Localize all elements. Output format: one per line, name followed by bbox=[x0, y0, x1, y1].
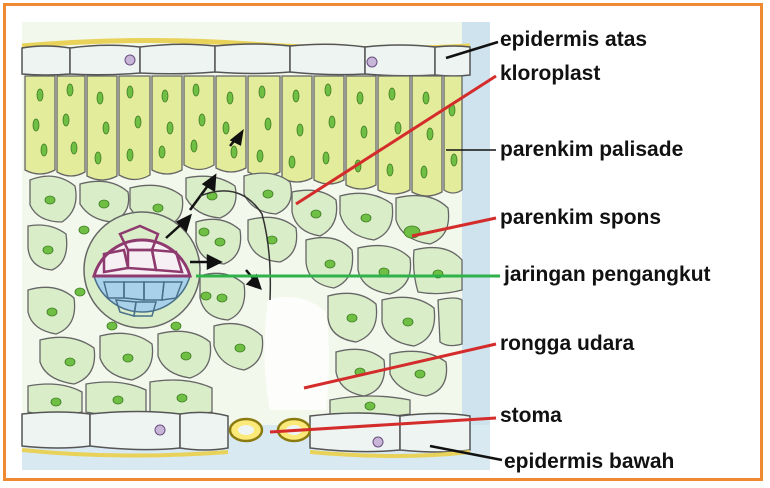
vascular-bundle bbox=[84, 212, 200, 328]
label-epidermis-bawah: epidermis bawah bbox=[504, 450, 674, 474]
label-epidermis-atas: epidermis atas bbox=[500, 28, 647, 52]
label-kloroplast: kloroplast bbox=[500, 62, 600, 86]
label-rongga-udara: rongga udara bbox=[500, 332, 634, 356]
label-parenkim-spons: parenkim spons bbox=[500, 206, 661, 230]
upper-epidermis bbox=[22, 44, 470, 76]
label-jaringan-pengangkut: jaringan pengangkut bbox=[504, 263, 711, 287]
label-parenkim-palisade: parenkim palisade bbox=[500, 138, 683, 162]
label-stoma: stoma bbox=[500, 404, 562, 428]
air-space bbox=[264, 297, 329, 410]
